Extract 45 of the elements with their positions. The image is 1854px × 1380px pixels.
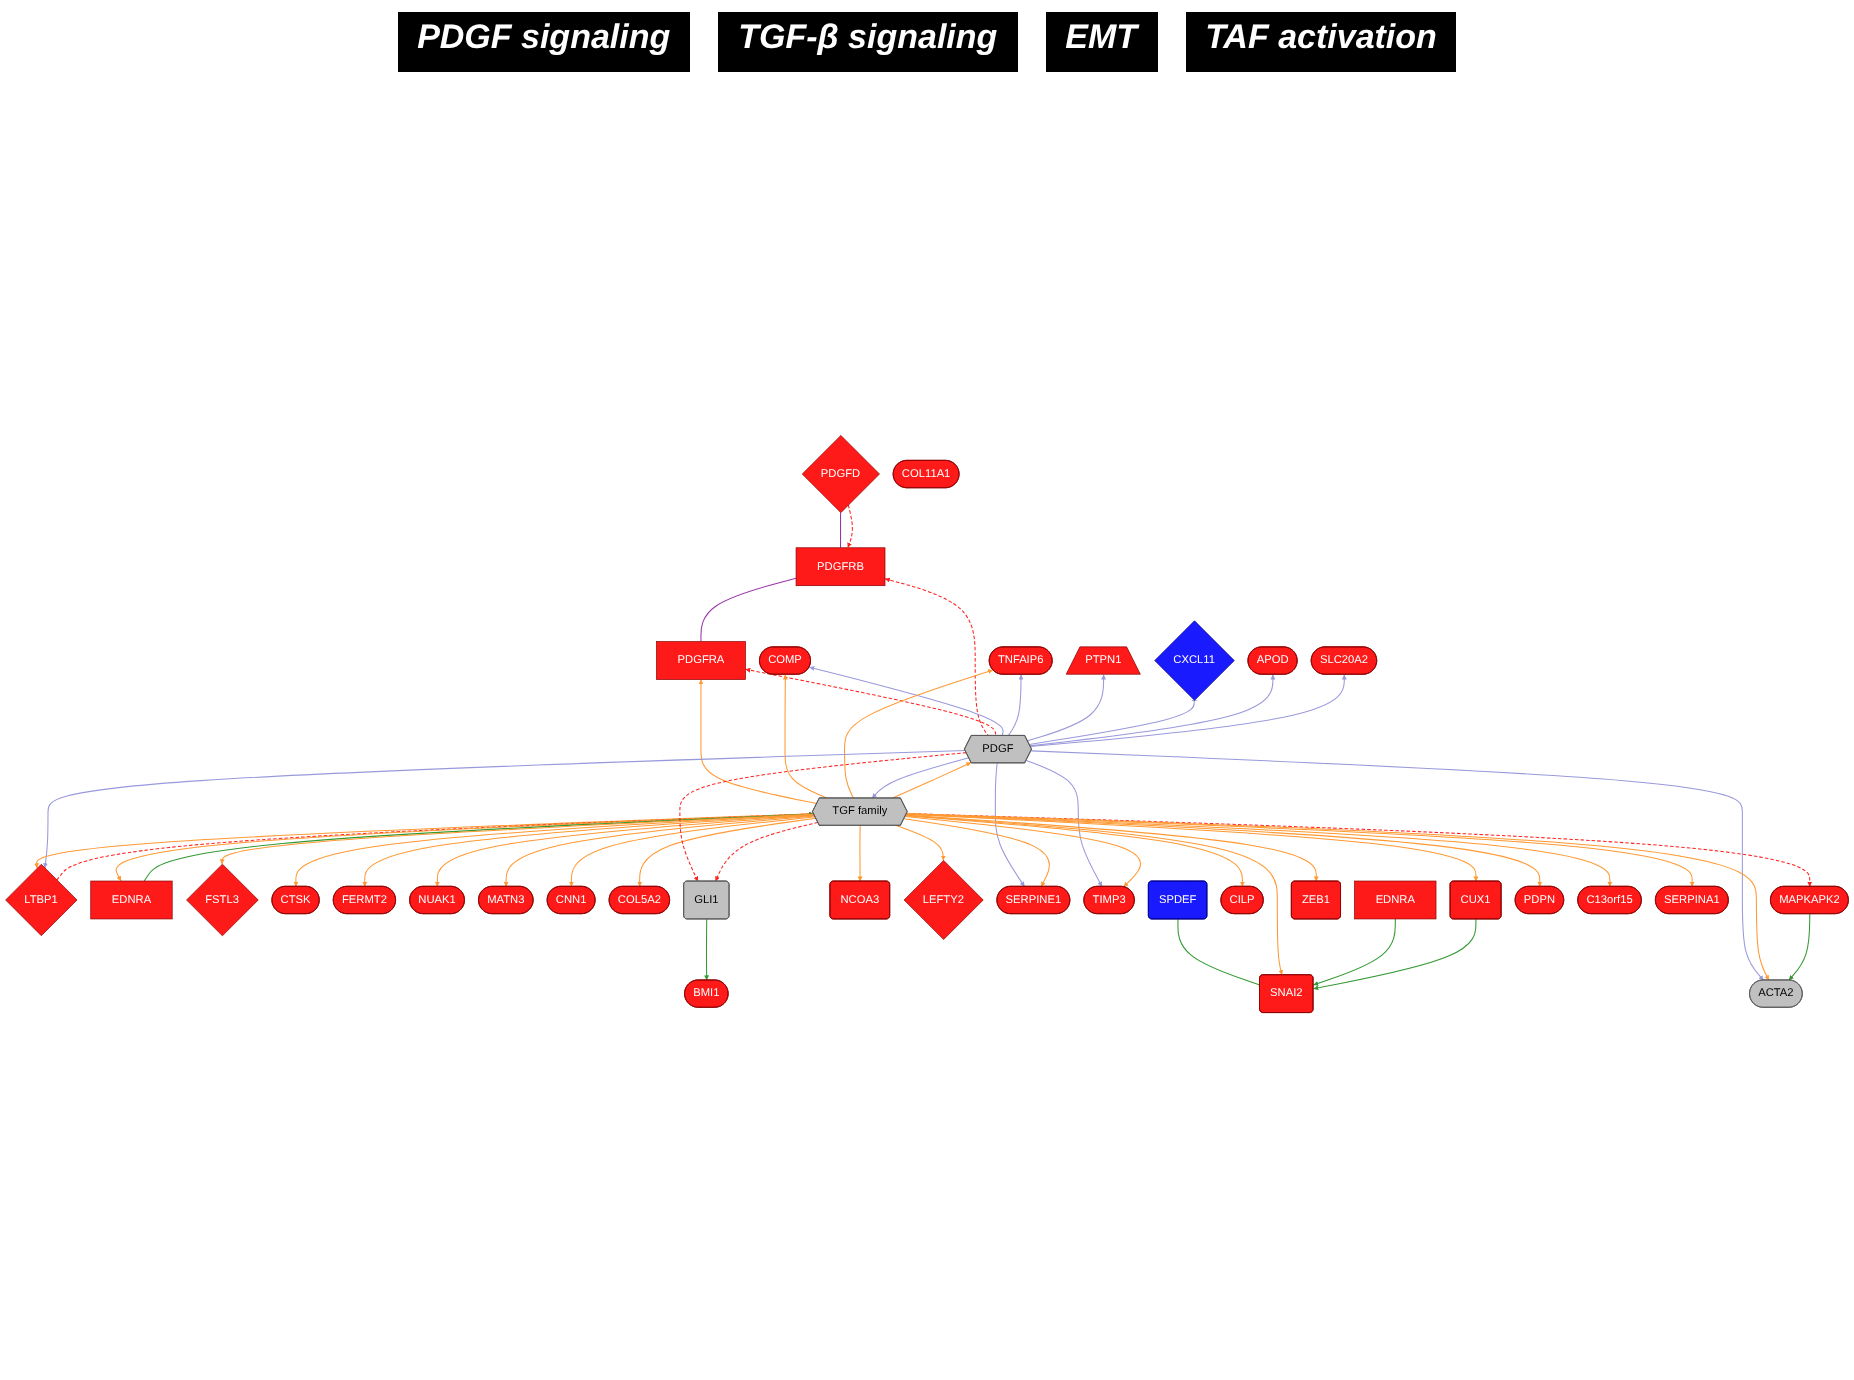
arrow	[906, 813, 1770, 981]
arrow	[905, 814, 1319, 882]
arrow	[43, 750, 966, 869]
arrow	[857, 825, 863, 882]
arrow	[503, 815, 816, 888]
connector	[1177, 918, 1262, 988]
section-label: EMT	[1045, 12, 1158, 72]
arrow	[808, 666, 1004, 737]
arrow	[744, 667, 997, 737]
arrow	[434, 814, 815, 888]
arrow	[714, 821, 819, 882]
arrow	[884, 577, 989, 737]
arrow	[1029, 674, 1276, 747]
arrow	[34, 813, 815, 869]
section-label: TAF activation	[1185, 12, 1457, 72]
arrow	[1029, 674, 1347, 748]
arrow	[782, 674, 828, 799]
arrow	[1788, 913, 1811, 981]
connector	[840, 512, 842, 549]
arrow	[847, 504, 853, 549]
connector	[1028, 699, 1198, 746]
arrow	[896, 825, 946, 861]
arrow	[1312, 918, 1477, 991]
arrow	[698, 679, 818, 804]
arrow	[903, 818, 1050, 888]
arrow	[891, 761, 972, 799]
arrow	[905, 815, 1245, 888]
arrow	[679, 752, 967, 882]
arrow	[905, 813, 1479, 882]
arrow	[569, 816, 816, 888]
arrow	[1025, 759, 1103, 888]
connector	[700, 577, 797, 643]
section-label: PDGF signaling	[397, 12, 691, 72]
arrow	[905, 814, 1284, 976]
arrow	[844, 669, 994, 799]
arrow	[904, 816, 1142, 888]
arrow	[1027, 674, 1107, 742]
arrow	[637, 817, 817, 888]
arrow	[1312, 918, 1396, 986]
arrow	[994, 762, 1026, 888]
arrow	[1007, 674, 1024, 737]
arrow	[1030, 750, 1765, 981]
section-label: TGF-β signaling	[718, 12, 1018, 72]
arrow	[871, 757, 970, 799]
arrow	[704, 918, 710, 981]
